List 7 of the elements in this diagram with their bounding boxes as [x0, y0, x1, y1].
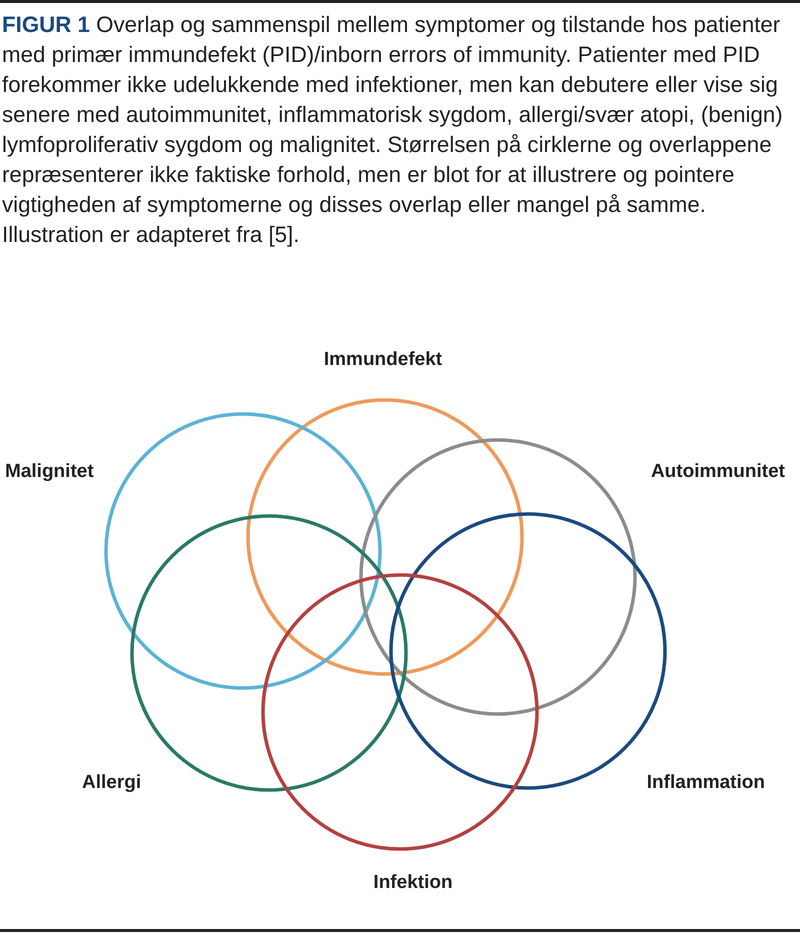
circle-label: Autoimmunitet	[650, 461, 785, 483]
circle-label: Immundefekt	[324, 349, 442, 371]
circle-label: Infektion	[373, 872, 453, 894]
circle-label: Malignitet	[5, 461, 94, 483]
circle-label: Inflammation	[646, 772, 765, 794]
figure-caption: FIGUR 1 Overlap og sammenspil mellem symptomer og tilstande hos patienter med primær immundefekt (PID)/inborn errors of immunity. Patienter med PID forekommer ikke udelukkende med infektioner, men kan debutere eller vise sig senere med autoimmunitet, inflammatorisk sygdom, allergi/svær atopi, (benign) lymfoproliferativ sygdom og malignitet. Størrelsen på cirklerne og overlappene repræsenterer ikke faktiske forhold, men er blot for at illustrere og pointere vigtigheden af symptomerne og disses overlap eller mangel på samme. Illustration er adapteret fra [5].	[2, 11, 784, 249]
circle-label: Allergi	[82, 772, 142, 794]
